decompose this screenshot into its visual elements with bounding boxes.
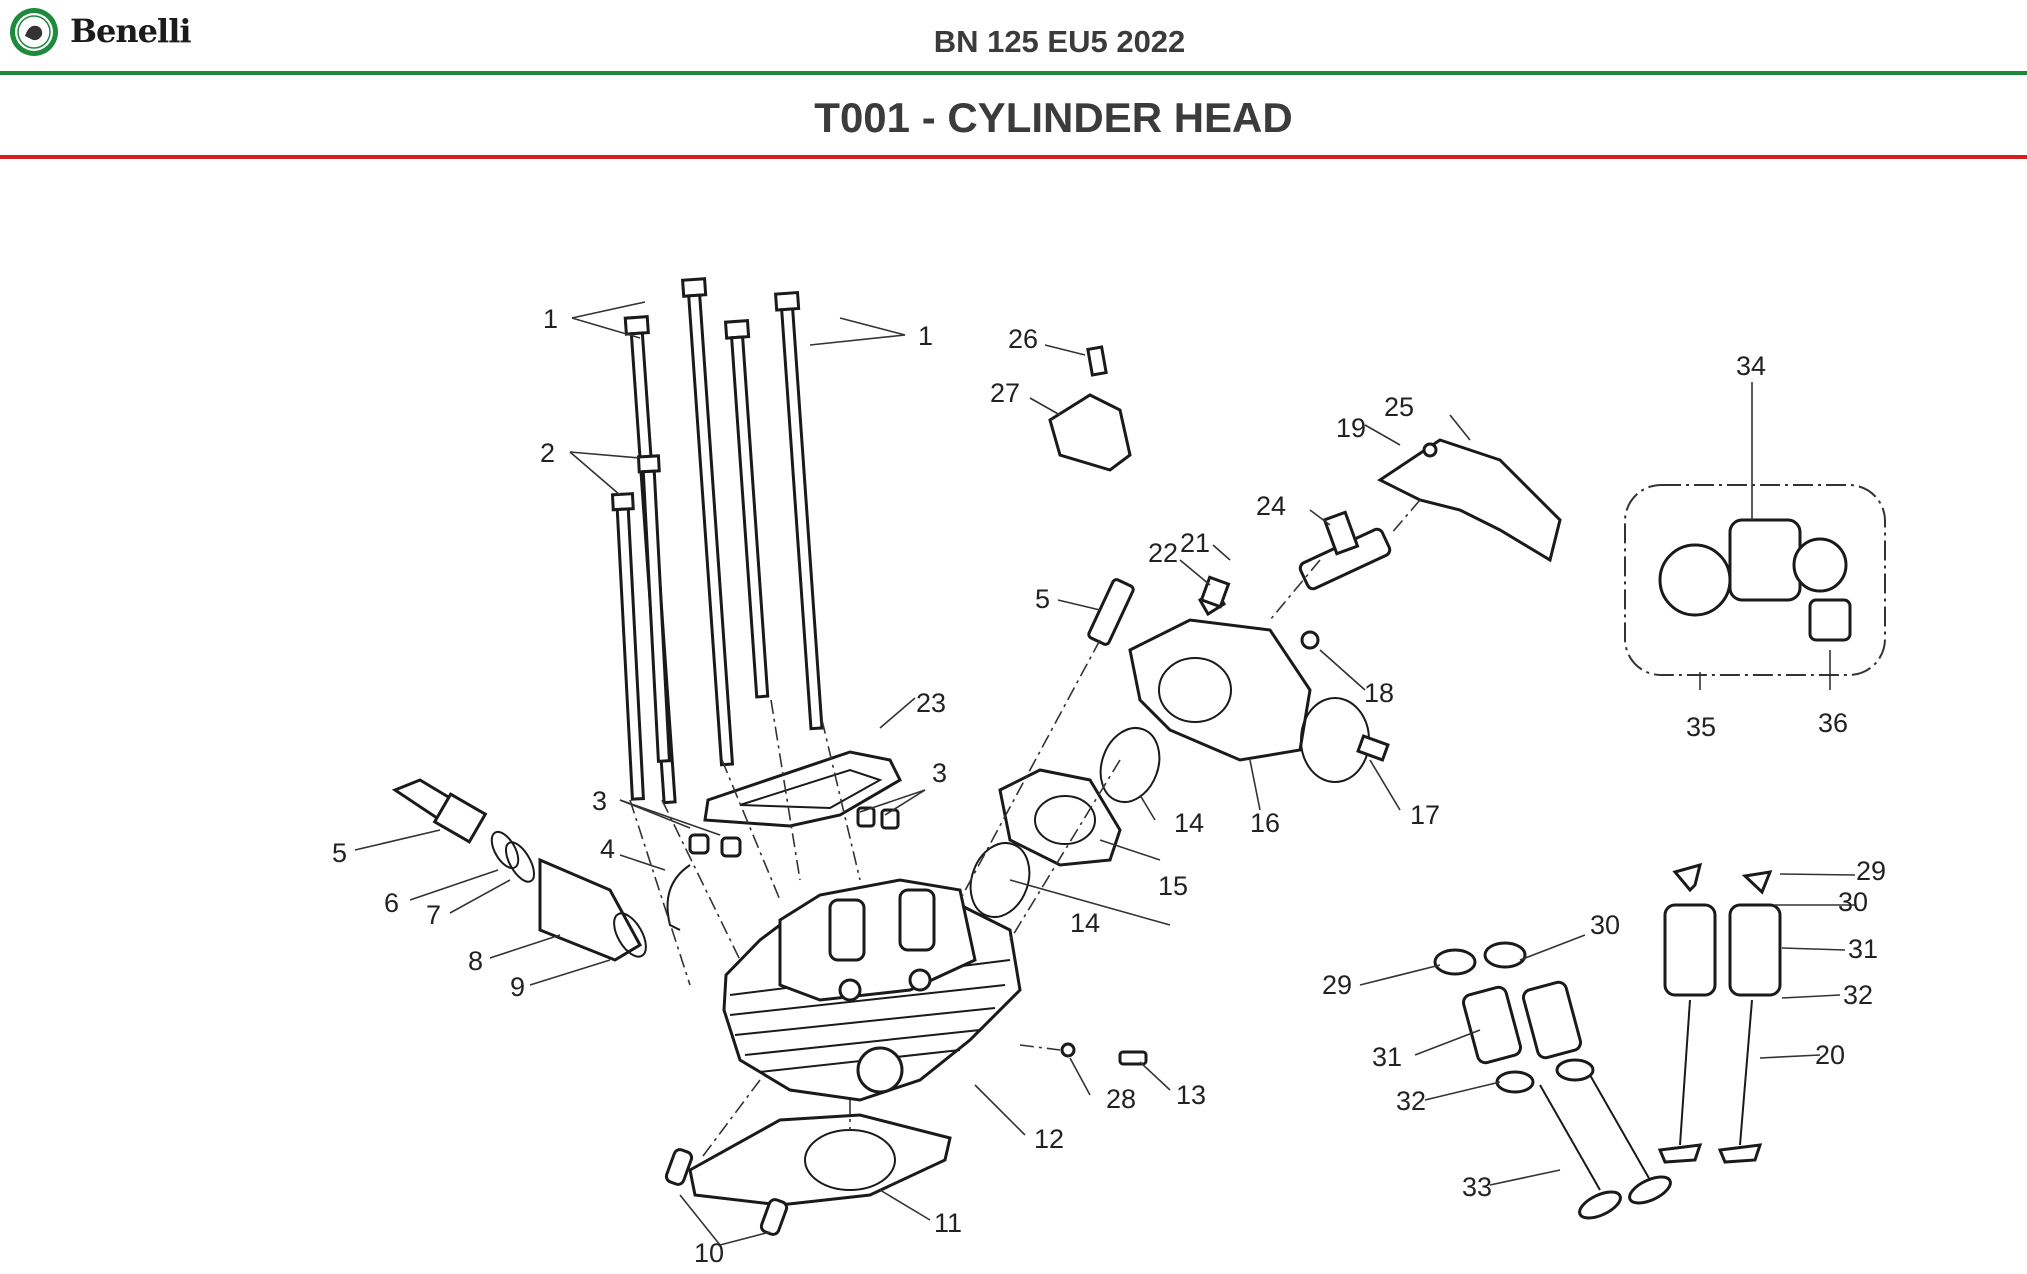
callout-31: 31 [1848, 934, 1878, 964]
valve-train [1433, 862, 1782, 1220]
page-title: T001 - CYLINDER HEAD [814, 94, 1293, 141]
callout-6: 6 [384, 888, 399, 918]
spark-plug-assembly-left [391, 778, 691, 962]
callout-30: 30 [1590, 910, 1620, 940]
callout-3: 3 [932, 758, 947, 788]
callout-26: 26 [1008, 324, 1038, 354]
callout-24: 24 [1256, 491, 1286, 521]
callout-9: 9 [510, 972, 525, 1002]
head-gasket [688, 1113, 952, 1207]
callout-21: 21 [1180, 528, 1210, 558]
throttle-body-inset [1624, 484, 1886, 676]
callout-36: 36 [1818, 708, 1848, 738]
cylinder-head-stud-bolts [623, 277, 824, 805]
manifold-screw [1300, 630, 1320, 650]
head-bolt [1118, 1050, 1148, 1066]
callout-27: 27 [990, 378, 1020, 408]
callout-32: 32 [1843, 980, 1873, 1010]
callout-14: 14 [1070, 908, 1100, 938]
callout-1: 1 [918, 321, 933, 351]
green-divider [0, 71, 2027, 75]
callout-3: 3 [592, 786, 607, 816]
callout-20: 20 [1815, 1040, 1845, 1070]
model-name: BN 125 EU5 2022 [933, 24, 1186, 59]
callout-4: 4 [600, 834, 615, 864]
injector-bracket [1377, 438, 1562, 563]
sensor [1048, 345, 1132, 472]
callout-18: 18 [1364, 678, 1394, 708]
callout-19: 19 [1336, 413, 1366, 443]
callout-28: 28 [1106, 1084, 1136, 1114]
callout-8: 8 [468, 946, 483, 976]
callout-7: 7 [426, 900, 441, 930]
callout-17: 17 [1410, 800, 1440, 830]
red-divider [0, 155, 2027, 159]
callout-30: 30 [1838, 887, 1868, 917]
callout-34: 34 [1736, 351, 1766, 381]
washer [1060, 1042, 1076, 1058]
callout-leader-lines [354, 301, 1856, 1246]
brand-name: Benelli [70, 12, 191, 50]
valve-cap [688, 833, 710, 855]
callout-2: 2 [540, 438, 555, 468]
intake-manifold [1128, 618, 1312, 762]
callout-31: 31 [1372, 1042, 1402, 1072]
callout-16: 16 [1250, 808, 1280, 838]
benelli-logo: Benelli [8, 6, 208, 58]
benelli-lion-seal-icon [10, 8, 58, 56]
callout-5: 5 [1035, 584, 1050, 614]
callout-14: 14 [1174, 808, 1204, 838]
dowel-pin [664, 1148, 694, 1186]
callout-29: 29 [1856, 856, 1886, 886]
spark-plug-top [1087, 578, 1135, 646]
callout-1: 1 [543, 304, 558, 334]
callout-15: 15 [1158, 871, 1188, 901]
valve-cap [720, 836, 742, 858]
callout-labels: 1 1 2 3 3 4 5 5 6 7 8 9 10 11 12 13 14 1… [332, 304, 1886, 1268]
callout-35: 35 [1686, 712, 1716, 742]
callout-33: 33 [1462, 1172, 1492, 1202]
callout-32: 32 [1396, 1086, 1426, 1116]
callout-22: 22 [1148, 538, 1178, 568]
callout-29: 29 [1322, 970, 1352, 1000]
callout-25: 25 [1384, 392, 1414, 422]
callout-13: 13 [1176, 1080, 1206, 1110]
cylinder-head-body [722, 878, 1022, 1102]
callout-11: 11 [934, 1208, 962, 1238]
callout-10: 10 [694, 1238, 724, 1268]
assembly-guide-lines [629, 499, 1421, 1161]
callout-23: 23 [916, 688, 946, 718]
hose-clamp [1300, 697, 1370, 783]
valve-cap [856, 806, 876, 828]
callout-5: 5 [332, 838, 347, 868]
short-stud-bolts [610, 454, 672, 801]
fuel-injector [1298, 510, 1392, 591]
callout-12: 12 [1034, 1124, 1064, 1154]
